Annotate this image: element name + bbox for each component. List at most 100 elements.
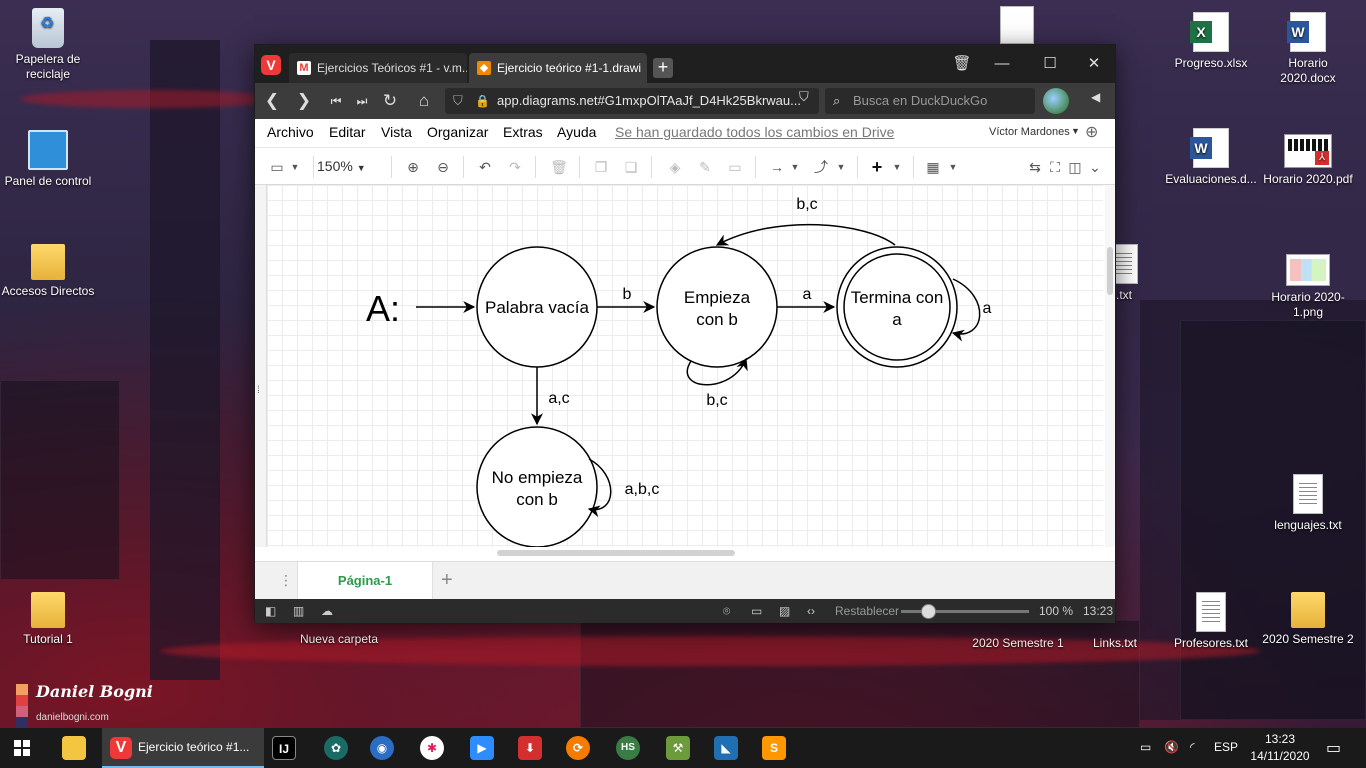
task-vivaldi[interactable]: V Ejercicio teórico #1... (102, 728, 264, 768)
tab-gmail[interactable]: M Ejercicios Teóricos #1 - v.m... (289, 53, 467, 83)
delete-icon[interactable]: 🗑 (550, 159, 568, 175)
language-globe-icon[interactable]: ⊕ (1085, 124, 1099, 141)
saved-status[interactable]: Se han guardado todos los cambios en Dri… (615, 124, 895, 140)
chevron-down-icon[interactable]: ▼ (948, 162, 958, 172)
sync-icon[interactable]: ⟳ (566, 736, 590, 760)
panel-icon[interactable]: ◧ (265, 604, 277, 618)
user-name[interactable]: Víctor Mardones (989, 126, 1070, 138)
menu-ayuda[interactable]: Ayuda (557, 124, 597, 140)
intellij-icon[interactable]: IJ (272, 736, 296, 760)
code-icon[interactable]: ‹› (807, 604, 815, 618)
slack-icon[interactable]: ✱ (420, 736, 444, 760)
desktop-icon-semestre2[interactable]: 2020 Semestre 2 (1260, 592, 1356, 647)
trash-icon[interactable]: 🗑 (952, 55, 972, 72)
collaborate-icon[interactable]: ⇆ (1029, 159, 1041, 175)
scrollbar-thumb[interactable] (1107, 247, 1113, 295)
format-toggle-icon[interactable]: ◫ (1068, 159, 1082, 175)
search-input[interactable]: ⌕ Busca en DuckDuckGo (825, 88, 1035, 114)
desktop-icon-control-panel[interactable]: Panel de control (0, 130, 96, 189)
state-empieza-con-b[interactable] (656, 246, 778, 368)
menu-editar[interactable]: Editar (329, 124, 366, 140)
file-explorer-icon[interactable] (62, 736, 86, 760)
desktop-icon-accesos[interactable]: Accesos Directos (0, 244, 96, 299)
chevron-down-icon[interactable]: ▼ (836, 162, 846, 172)
line-color-icon[interactable]: ✎ (699, 159, 711, 175)
add-page-icon[interactable]: + (441, 569, 453, 591)
fill-color-icon[interactable]: ◈ (669, 159, 681, 175)
close-icon[interactable]: ✕ (1087, 55, 1101, 72)
desktop-icon-evaluaciones[interactable]: W Evaluaciones.d... (1163, 128, 1259, 187)
language-indicator[interactable]: ESP (1214, 740, 1239, 754)
wifi-icon[interactable]: ◜ (1190, 740, 1195, 754)
scrollbar-thumb[interactable] (497, 550, 735, 556)
redo-icon[interactable]: ↷ (509, 159, 521, 175)
desktop-icon-tutorial[interactable]: Tutorial 1 (0, 592, 96, 647)
vivaldi-menu-icon[interactable]: V (261, 55, 281, 75)
tiling-icon[interactable]: ▥ (293, 604, 305, 618)
zoom-select[interactable]: 150% ▼ (317, 158, 366, 174)
shark-icon[interactable]: ◣ (714, 736, 738, 760)
sidebar-collapsed[interactable]: ⁞ (255, 185, 267, 547)
insert-icon[interactable]: + (871, 157, 883, 177)
desktop-icon-horario-pdf[interactable]: ⅄ Horario 2020.pdf (1260, 134, 1356, 187)
waypoints-icon[interactable]: ⤴ (814, 159, 828, 175)
bookmark-icon[interactable]: ⛉ (799, 89, 809, 104)
app-icon[interactable]: ◉ (370, 736, 394, 760)
zoom-slider[interactable] (901, 604, 1029, 619)
fullscreen-icon[interactable]: ⛶ (1050, 159, 1060, 175)
chevron-down-icon[interactable]: ▼ (290, 162, 300, 172)
self-loop-s3[interactable] (587, 458, 612, 518)
profile-avatar[interactable] (1043, 88, 1069, 114)
chevron-down-icon[interactable]: ▼ (892, 162, 902, 172)
transition-s2-s1[interactable] (715, 223, 896, 246)
page-menu-icon[interactable]: ⋮ (279, 572, 293, 588)
fastforward-icon[interactable]: ⏭ (356, 94, 368, 108)
desktop-icon-links[interactable]: Links.txt (1067, 592, 1163, 651)
chevron-down-icon[interactable]: ▼ (790, 162, 800, 172)
menu-extras[interactable]: Extras (503, 124, 543, 140)
self-loop-s2[interactable] (951, 278, 981, 342)
desktop-icon-horario-docx[interactable]: W Horario 2020.docx (1260, 12, 1356, 86)
chevron-down-icon[interactable]: ▼ (1071, 126, 1080, 136)
desktop-icon-lenguajes[interactable]: lenguajes.txt (1260, 474, 1356, 533)
desktop-icon-horario-png[interactable]: Horario 2020-1.png (1260, 254, 1356, 320)
url-input[interactable]: ⛉ 🔒 app.diagrams.net#G1mxpOlTAaJf_D4Hk25… (445, 88, 819, 114)
tab-drawio[interactable]: ◆ Ejercicio teórico #1-1.drawi (469, 53, 647, 83)
minimize-icon[interactable]: — (994, 55, 1010, 72)
hotspot-icon[interactable]: HS (616, 736, 640, 760)
new-tab-button[interactable]: + (653, 58, 673, 78)
desktop-icon-progreso[interactable]: X Progreso.xlsx (1163, 12, 1259, 71)
zoom-icon[interactable]: ▶ (470, 736, 494, 760)
rewind-icon[interactable]: ⏮ (330, 94, 342, 108)
diagram-canvas[interactable]: A: Palabra vacía Empieza con b Termina c… (267, 185, 1103, 547)
shadow-icon[interactable]: ▭ (728, 159, 742, 175)
forward-icon[interactable]: ❯ (296, 91, 312, 110)
desktop-doc-preview-icon[interactable] (1000, 6, 1034, 44)
windows-start-icon[interactable] (14, 740, 30, 756)
images-icon[interactable]: ▨ (779, 604, 791, 618)
cloud-icon[interactable]: ☁ (321, 604, 333, 618)
back-icon[interactable]: ❮ (264, 91, 280, 110)
zoom-in-icon[interactable]: ⊕ (407, 159, 419, 175)
to-back-icon[interactable]: ❏ (624, 159, 638, 175)
home-icon[interactable]: ⌂ (418, 91, 430, 110)
desktop-icon-nueva-carpeta[interactable]: Nueva carpeta (291, 592, 387, 647)
capture-icon[interactable]: ⌾ (723, 604, 731, 618)
download-icon[interactable]: ⬇ (518, 736, 542, 760)
volume-icon[interactable]: 🔇 (1164, 740, 1179, 754)
tab-pagina-1[interactable]: Página-1 (297, 562, 433, 600)
state-termina-con-a-inner[interactable] (843, 253, 951, 361)
maximize-icon[interactable]: ☐ (1043, 55, 1057, 72)
tool-icon[interactable]: ⚒ (666, 736, 690, 760)
window-icon[interactable]: ▭ (751, 604, 763, 618)
collapse-icon[interactable]: ⌄ (1089, 159, 1101, 175)
desktop-icon-profesores[interactable]: Profesores.txt (1163, 592, 1259, 651)
menu-organizar[interactable]: Organizar (427, 124, 489, 140)
undo-icon[interactable]: ↶ (479, 159, 491, 175)
desktop-icon-semestre1[interactable]: 2020 Semestre 1 (970, 592, 1066, 651)
notifications-icon[interactable]: ▭ (1326, 740, 1342, 757)
menu-vista[interactable]: Vista (381, 124, 412, 140)
to-front-icon[interactable]: ❐ (594, 159, 608, 175)
gitkraken-icon[interactable]: ✿ (324, 736, 348, 760)
state-no-empieza-con-b[interactable] (476, 426, 598, 547)
